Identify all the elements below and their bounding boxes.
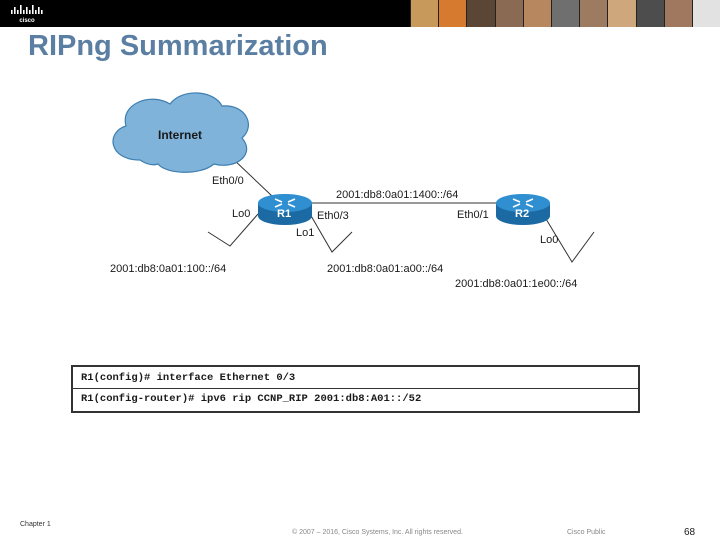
top-bar: cisco	[0, 0, 720, 27]
r1-lo0-network-label: 2001:db8:0a01:100::/64	[110, 263, 227, 275]
link-network-label: 2001:db8:0a01:1400::/64	[336, 189, 459, 201]
r2-lo0-stub	[542, 213, 595, 263]
r2-label: R2	[515, 208, 530, 220]
slide-title: RIPng Summarization	[28, 30, 328, 62]
header-photo-strip	[410, 0, 720, 27]
r2-lo0-network-label: 2001:db8:0a01:1e00::/64	[455, 278, 578, 290]
header-photo	[522, 0, 551, 27]
r1-lo0-stub	[207, 213, 259, 247]
r1-lo1-label: Lo1	[296, 227, 315, 239]
svg-text:cisco: cisco	[19, 18, 35, 24]
r1-label: R1	[277, 208, 292, 220]
header-photo	[691, 0, 720, 27]
header-photo	[466, 0, 495, 27]
cli-line-2: R1(config-router)# ipv6 rip CCNP_RIP 200…	[81, 393, 422, 405]
page-number: 68	[684, 527, 696, 538]
internet-label: Internet	[158, 128, 203, 142]
r1-lo0-label: Lo0	[232, 208, 251, 220]
header-photo	[494, 0, 523, 27]
header-photo	[438, 0, 467, 27]
r1-eth00-label: Eth0/0	[212, 175, 244, 187]
footer-chapter: Chapter 1	[20, 521, 51, 528]
r2-eth01-label: Eth0/1	[457, 209, 489, 221]
cisco-logo: cisco	[11, 5, 43, 24]
header-photo	[635, 0, 664, 27]
header-photo	[550, 0, 580, 27]
r1-eth03-label: Eth0/3	[317, 210, 349, 222]
header-photo	[663, 0, 692, 27]
cli-divider	[73, 388, 638, 389]
internet-link	[231, 157, 273, 197]
header-photo	[410, 0, 439, 27]
cli-line-1: R1(config)# interface Ethernet 0/3	[81, 372, 296, 384]
router-r1-icon	[258, 194, 312, 225]
cli-config-box: R1(config)# interface Ethernet 0/3 R1(co…	[71, 365, 640, 413]
r2-lo0-label: Lo0	[540, 234, 559, 246]
header-photo	[579, 0, 608, 27]
router-r2-icon	[496, 194, 550, 225]
r1-lo1-stub	[309, 213, 353, 253]
r1-lo1-network-label: 2001:db8:0a01:a00::/64	[327, 263, 444, 275]
header-photo	[607, 0, 636, 27]
footer-copyright: © 2007 – 2016, Cisco Systems, Inc. All r…	[292, 529, 463, 536]
internet-cloud-icon	[112, 92, 249, 173]
footer-classification: Cisco Public	[567, 529, 606, 536]
